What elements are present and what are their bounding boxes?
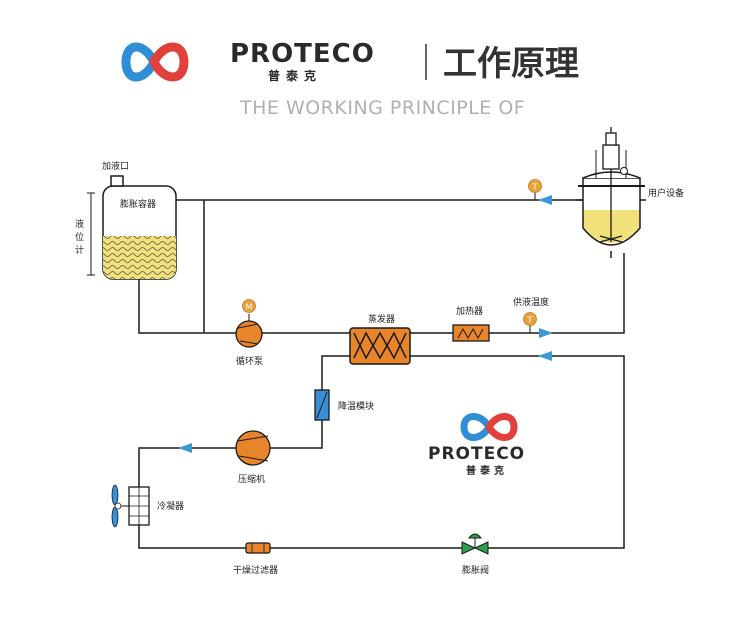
gear-icon <box>620 167 628 175</box>
arrow-supply <box>539 328 553 338</box>
motor-symbol: M <box>246 303 253 312</box>
arrow-refrigerant <box>538 351 552 361</box>
dryer-filter <box>245 542 271 554</box>
fan-icon <box>111 484 129 528</box>
agitator-motor <box>602 144 620 170</box>
user-equipment <box>576 127 646 258</box>
expansion-tank <box>87 175 177 280</box>
condenser <box>111 484 150 528</box>
label-user-equipment: 用户设备 <box>648 187 684 199</box>
page-title: 工作原理 <box>443 44 579 84</box>
label-supply-temp: 供液温度 <box>513 296 549 308</box>
label-cooling-module: 降温模块 <box>338 400 374 412</box>
motor-icon <box>242 299 256 313</box>
circulation-pump: M <box>235 299 263 348</box>
flow-arrows <box>178 195 553 453</box>
page-subtitle: THE WORKING PRINCIPLE OF <box>239 97 525 119</box>
label-heater: 加热器 <box>456 305 483 317</box>
supply-temp-sensor: T <box>523 312 537 333</box>
label-dryer-filter: 干燥过滤器 <box>233 564 278 576</box>
temp-sensor-symbol-return: T <box>532 183 538 192</box>
infinity-logo-icon <box>121 42 189 82</box>
fill-port-cap <box>110 175 124 187</box>
expansion-valve <box>461 533 489 555</box>
label-fill-port: 加液口 <box>102 160 129 172</box>
pipes <box>138 199 625 549</box>
label-expansion-tank: 膨胀容器 <box>120 198 156 210</box>
brand-chinese: 普泰克 <box>268 68 322 83</box>
label-level-gauge-2: 位 <box>75 231 84 243</box>
center-logo: PROTECO 普泰克 <box>428 413 525 477</box>
brand-latin: PROTECO <box>230 39 375 69</box>
label-circulation-pump: 循环泵 <box>236 355 263 367</box>
heater <box>452 324 490 342</box>
label-expansion-valve: 膨胀阀 <box>462 564 489 576</box>
label-level-gauge-3: 计 <box>75 244 84 256</box>
header-logo: PROTECO 普泰克 <box>121 39 375 83</box>
label-evaporator: 蒸发器 <box>368 313 395 325</box>
cooling-module <box>314 389 330 421</box>
center-brand-latin: PROTECO <box>428 444 525 464</box>
infinity-logo-icon <box>460 413 518 441</box>
return-temp-sensor: T <box>528 179 542 200</box>
compressor <box>235 430 271 466</box>
label-level-gauge-1: 液 <box>75 218 84 230</box>
temp-sensor-symbol-supply: T <box>527 316 533 325</box>
evaporator <box>349 327 411 365</box>
arrow-return <box>538 195 552 205</box>
label-compressor: 压缩机 <box>238 473 265 485</box>
arrow-compressor-out <box>178 443 192 453</box>
label-condenser: 冷凝器 <box>157 500 184 512</box>
center-brand-chinese: 普泰克 <box>466 464 508 477</box>
